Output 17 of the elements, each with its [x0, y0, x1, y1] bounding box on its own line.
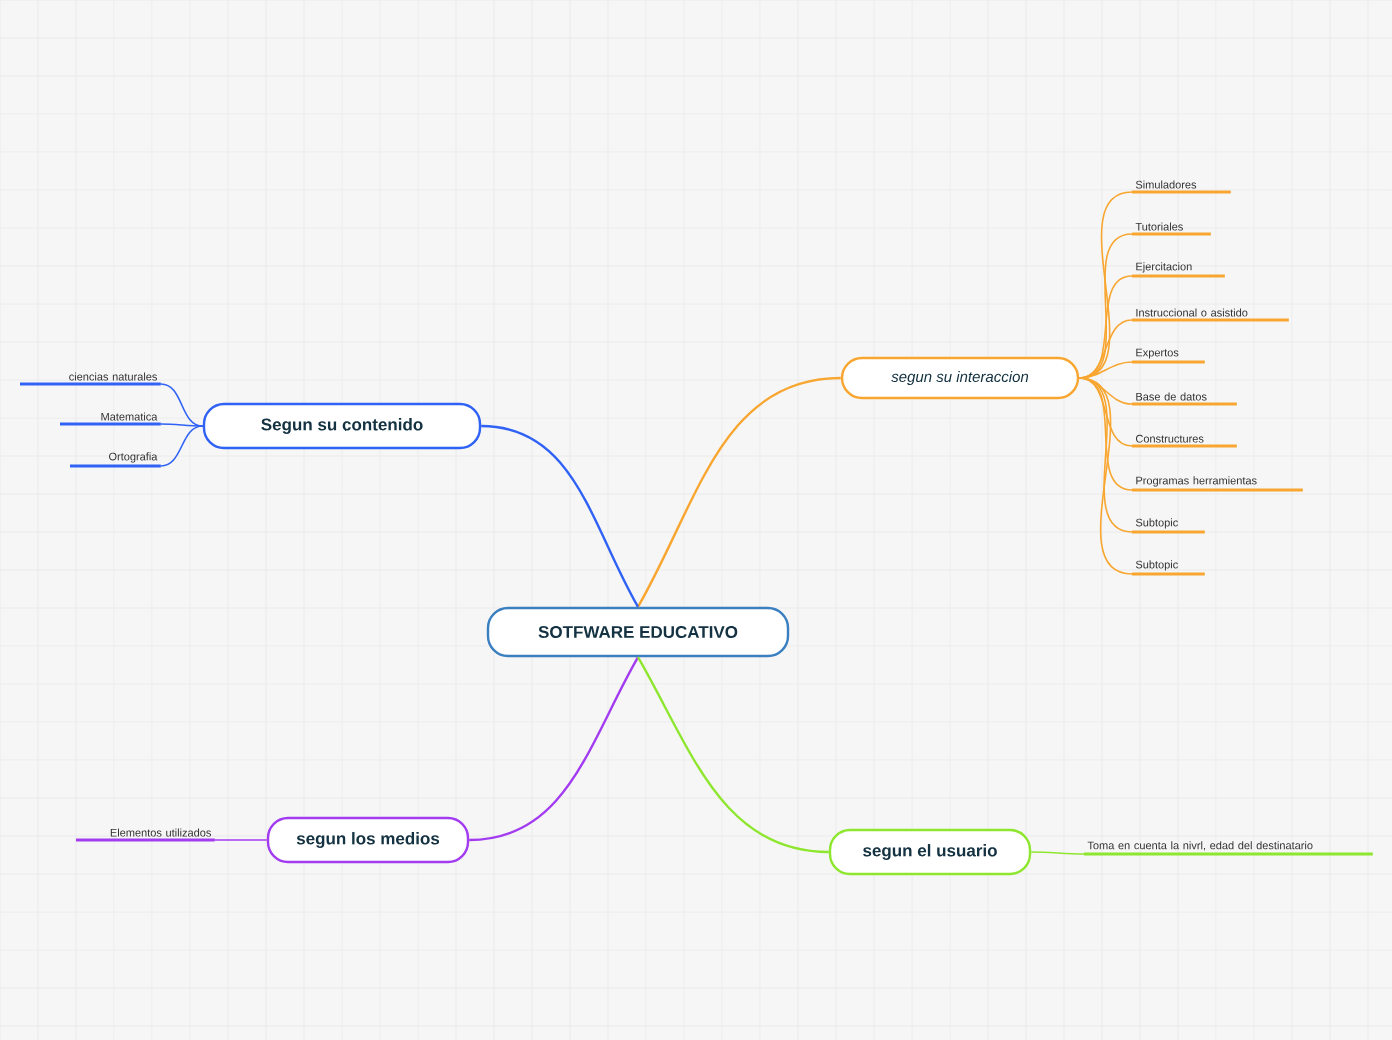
- topic-box: segun el usuario: [828, 828, 1032, 876]
- connector: [1078, 377, 1133, 447]
- connector: [1030, 851, 1085, 855]
- connector: [469, 656, 640, 842]
- connector: [1078, 361, 1133, 379]
- central-topic: SOTFWARE EDUCATIVO: [486, 606, 790, 658]
- connector: [636, 376, 841, 608]
- connector: [160, 383, 204, 427]
- connector: [1078, 319, 1133, 379]
- connector: [160, 423, 204, 427]
- topic-box: segun los medios: [266, 816, 470, 864]
- connector: [214, 839, 268, 841]
- connector: [1078, 377, 1133, 575]
- connector: [160, 425, 204, 467]
- topic-box: Segun su contenido: [202, 402, 482, 450]
- connector: [636, 656, 829, 854]
- connector: [481, 424, 640, 608]
